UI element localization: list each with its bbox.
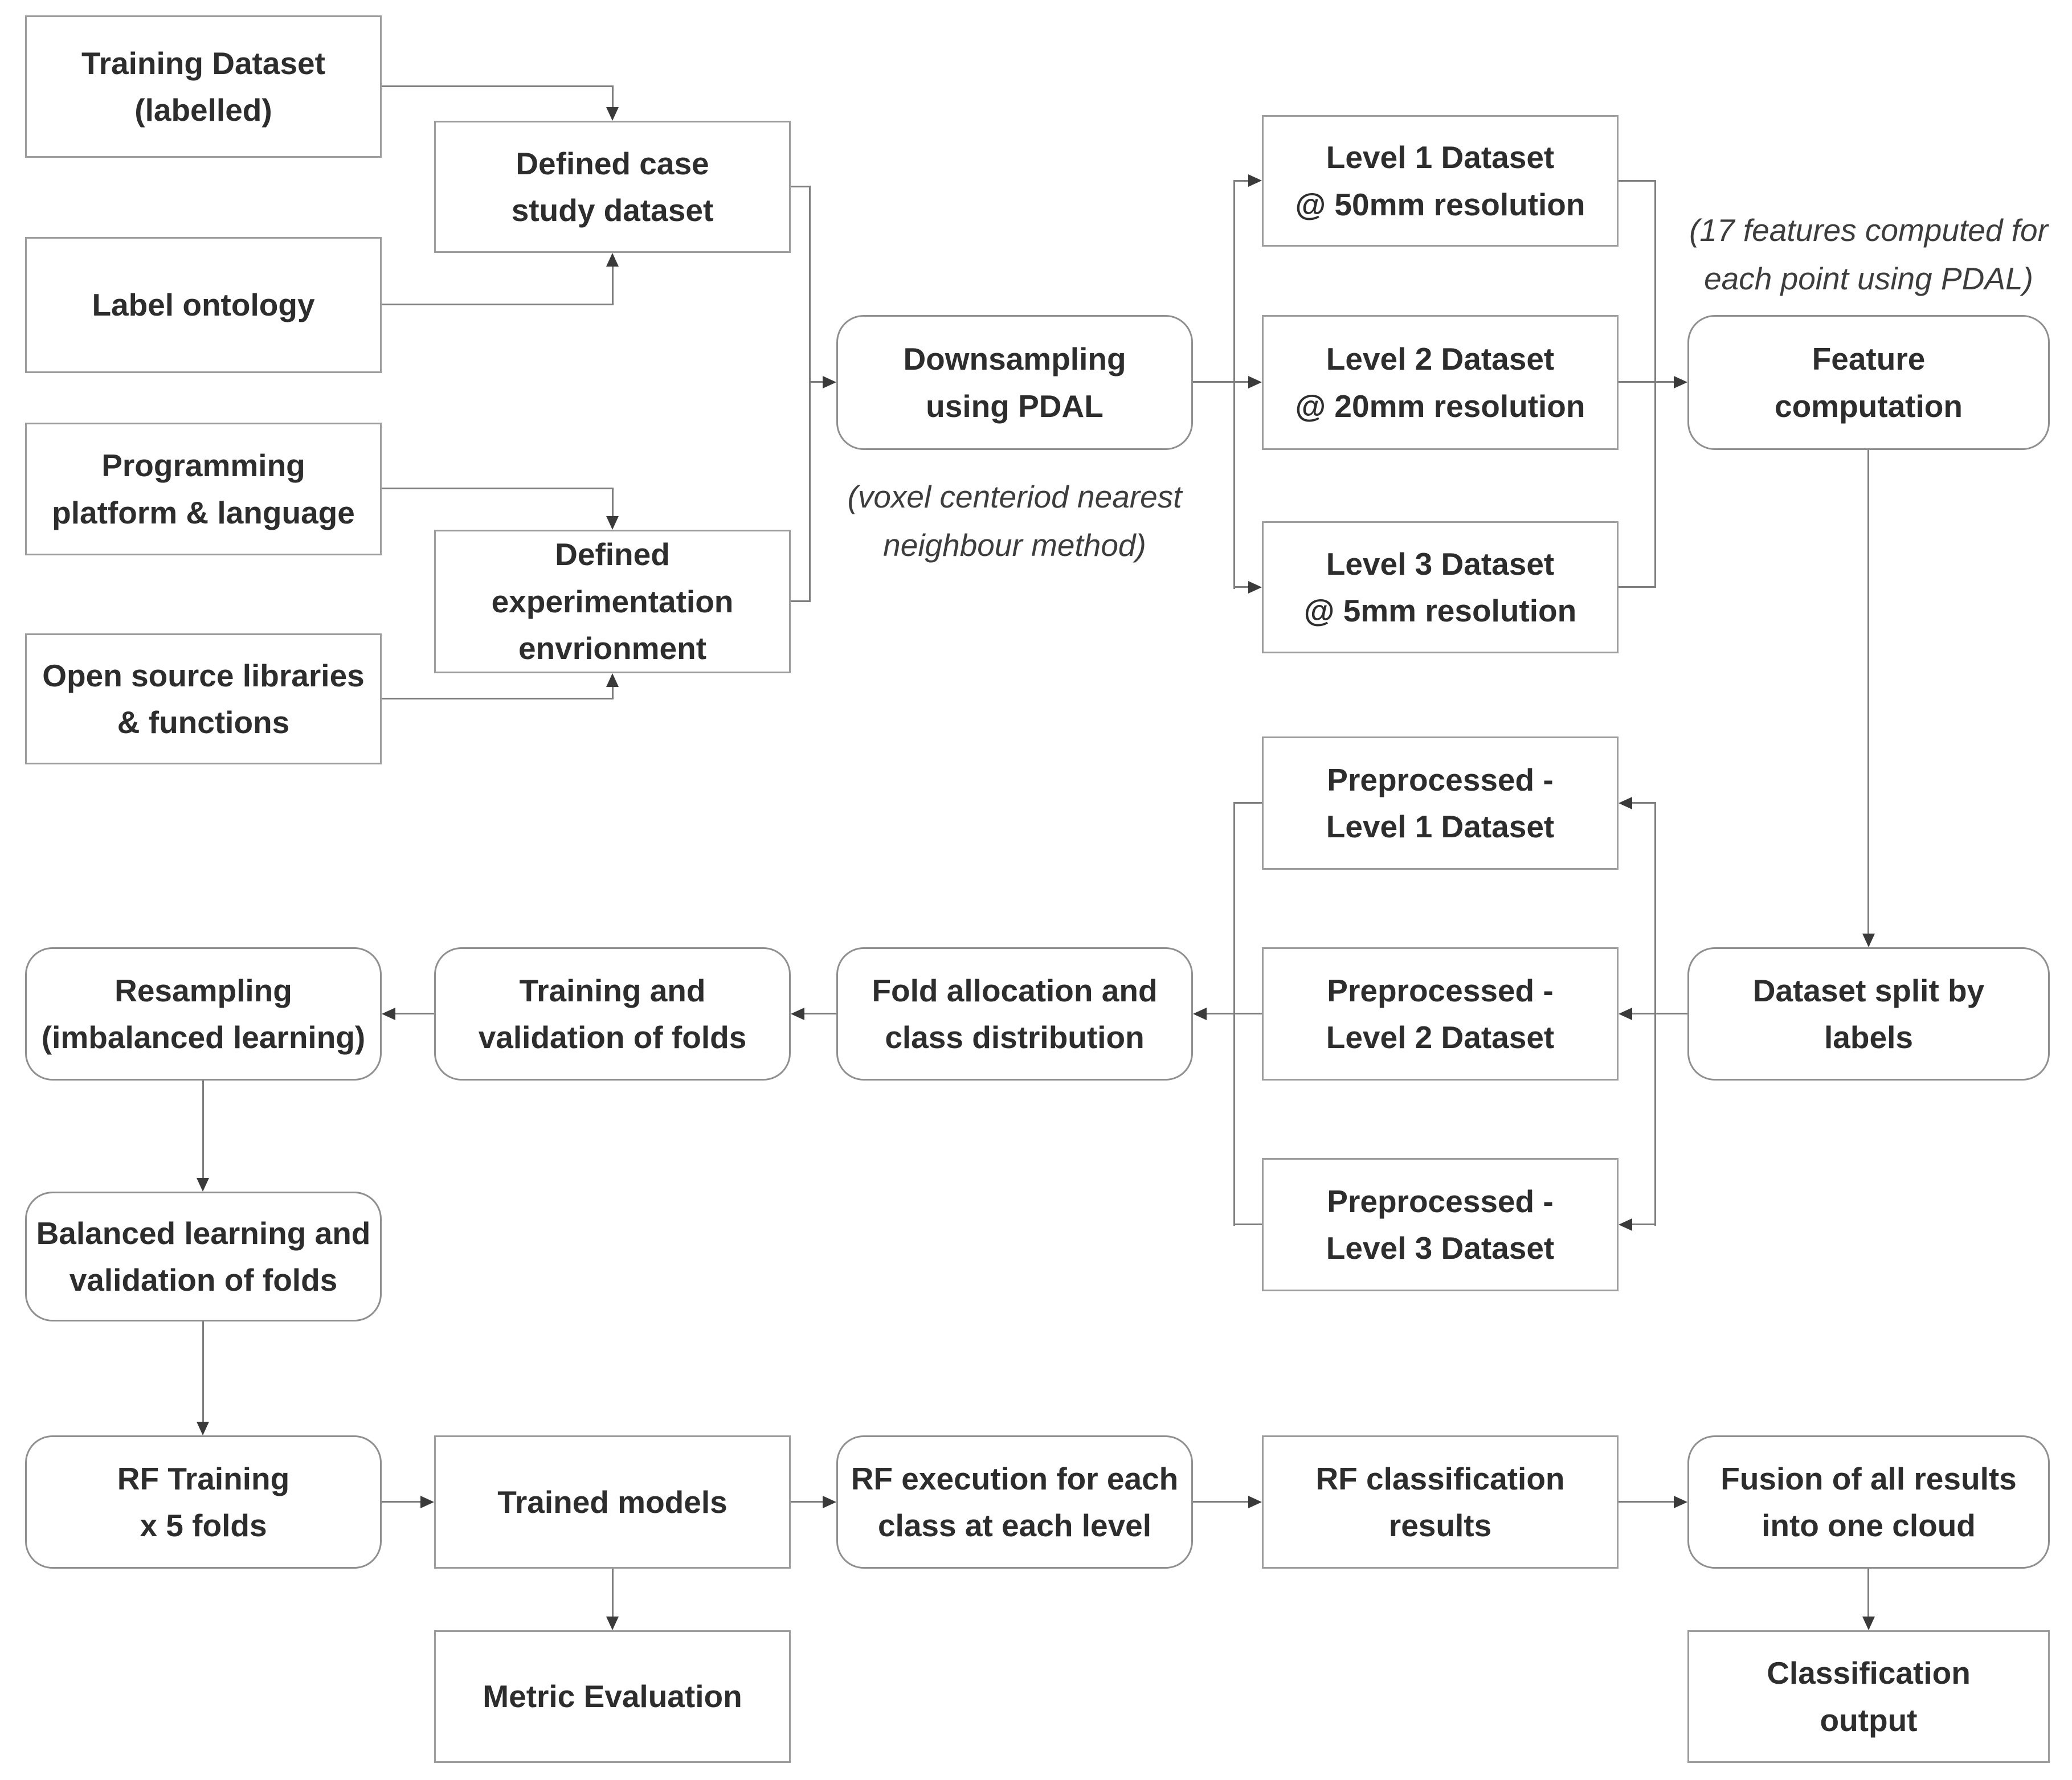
edge-levels-collector-v [1654,180,1656,588]
edge-feature-to-split-v [1867,450,1869,934]
arrow-into-downsampling-icon [823,376,836,388]
edge-trainval-to-resampling-h [395,1013,434,1014]
edge-ontology-to-case-h [382,304,614,305]
arrow-into-fold-allocation-icon [1193,1008,1207,1020]
edge-branch-to-level3-h [1233,586,1248,588]
node-label-ontology: Label ontology [25,237,382,373]
node-preprocessed-level1: Preprocessed - Level 1 Dataset [1262,736,1619,870]
node-level1-dataset: Level 1 Dataset @ 50mm resolution [1262,115,1619,247]
note-features-pdal: (17 features computed for each point usi… [1689,212,2048,297]
edge-branch-to-level2-h [1233,381,1248,383]
node-fusion-results: Fusion of all results into one cloud [1687,1435,2050,1569]
edge-programming-to-experimentation-v [612,488,614,516]
edge-split-to-branch-h [1656,1013,1687,1014]
edge-branch-to-prep2-h [1632,1013,1656,1014]
edge-branch-to-prep3-h [1632,1224,1656,1225]
arrow-into-rf-execution-icon [823,1496,836,1508]
edge-prep3-to-collector-h [1235,1224,1262,1225]
node-metric-evaluation: Metric Evaluation [434,1630,791,1763]
edge-rftraining-to-models-h [382,1501,420,1503]
arrow-into-level2-icon [1248,376,1262,388]
node-defined-case-study: Defined case study dataset [434,121,791,253]
node-defined-experimentation: Defined experimentation envrionment [434,530,791,673]
node-training-dataset: Training Dataset (labelled) [25,15,382,158]
node-level2-dataset: Level 2 Dataset @ 20mm resolution [1262,315,1619,450]
node-dataset-split: Dataset split by labels [1687,947,2050,1081]
edge-training-to-case-v [612,85,614,107]
arrow-into-rf-classification-icon [1248,1496,1262,1508]
edge-prep1-to-collector-h [1235,802,1262,804]
edge-case-to-merge-h [791,186,810,187]
node-classification-output: Classification output [1687,1630,2050,1763]
node-preprocessed-level3: Preprocessed - Level 3 Dataset [1262,1158,1619,1291]
arrow-into-classification-output-icon [1862,1617,1875,1630]
node-resampling: Resampling (imbalanced learning) [25,947,382,1081]
node-rf-classification: RF classification results [1262,1435,1619,1569]
node-trained-models: Trained models [434,1435,791,1569]
arrow-into-balanced-learning-icon [197,1178,209,1192]
edge-prep2-to-collector-h [1235,1013,1262,1014]
node-level3-dataset: Level 3 Dataset @ 5mm resolution [1262,521,1619,653]
edge-fusion-to-output-v [1867,1569,1869,1617]
edge-level3-to-collector-h [1619,586,1656,588]
arrow-into-level1-icon [1248,174,1262,187]
node-feature-computation: Feature computation [1687,315,2050,450]
edge-programming-to-experimentation-h [382,488,614,489]
edge-level1-to-collector-h [1619,180,1656,182]
arrow-into-prep1-icon [1619,797,1632,809]
edge-classification-to-fusion-h [1619,1501,1674,1503]
edge-ontology-to-case-v [612,267,614,305]
node-programming-platform: Programming platform & language [25,423,382,555]
node-rf-training: RF Training x 5 folds [25,1435,382,1569]
edge-merge-to-downsampling-h [809,381,823,383]
arrow-into-feature-computation-icon [1674,376,1687,388]
edge-models-to-execution-h [791,1501,823,1503]
edge-level2-to-feature-h [1619,381,1674,383]
edge-branch-to-level1-h [1233,180,1248,182]
arrow-into-metric-evaluation-icon [606,1617,619,1630]
edge-branch-to-prep1-h [1632,802,1656,804]
edge-collector-to-fold-h [1207,1013,1233,1014]
arrow-into-level3-icon [1248,581,1262,594]
arrow-into-case-top-icon [606,107,619,121]
edge-opensource-to-experimentation-h [382,698,614,699]
edge-experimentation-to-merge-h [791,600,810,602]
edge-downsampling-to-split-h [1193,381,1235,383]
arrow-into-experimentation-top-icon [606,516,619,530]
arrow-into-resampling-icon [382,1008,395,1020]
arrow-into-fusion-icon [1674,1496,1687,1508]
node-open-source-libraries: Open source libraries & functions [25,633,382,764]
arrow-into-prep2-icon [1619,1008,1632,1020]
edge-training-to-case-h [382,85,614,87]
edge-models-to-metric-v [612,1569,614,1617]
note-voxel-method: (voxel centeriod nearest neighbour metho… [847,479,1182,563]
edge-levels-branch-v [1233,180,1235,589]
node-training-validation: Training and validation of folds [434,947,791,1081]
node-downsampling-pdal: Downsampling using PDAL [836,315,1193,450]
arrow-into-rf-training-icon [197,1422,209,1435]
arrow-into-case-bottom-icon [606,253,619,267]
edge-opensource-to-experimentation-v [612,687,614,699]
node-balanced-learning: Balanced learning and validation of fold… [25,1192,382,1321]
node-rf-execution: RF execution for each class at each leve… [836,1435,1193,1569]
arrow-into-experimentation-bottom-icon [606,673,619,687]
edge-execution-to-classification-h [1193,1501,1248,1503]
arrow-into-dataset-split-icon [1862,934,1875,947]
edge-resampling-to-balanced-v [202,1081,204,1178]
node-preprocessed-level2: Preprocessed - Level 2 Dataset [1262,947,1619,1081]
edge-prep-collector-v [1233,802,1235,1226]
arrow-into-prep3-icon [1619,1218,1632,1231]
edge-balanced-to-rftraining-v [202,1321,204,1422]
edge-fold-to-trainval-h [804,1013,836,1014]
arrow-into-training-validation-icon [791,1008,804,1020]
node-fold-allocation: Fold allocation and class distribution [836,947,1193,1081]
arrow-into-trained-models-icon [420,1496,434,1508]
edge-merge-to-downsampling-v [809,186,811,602]
